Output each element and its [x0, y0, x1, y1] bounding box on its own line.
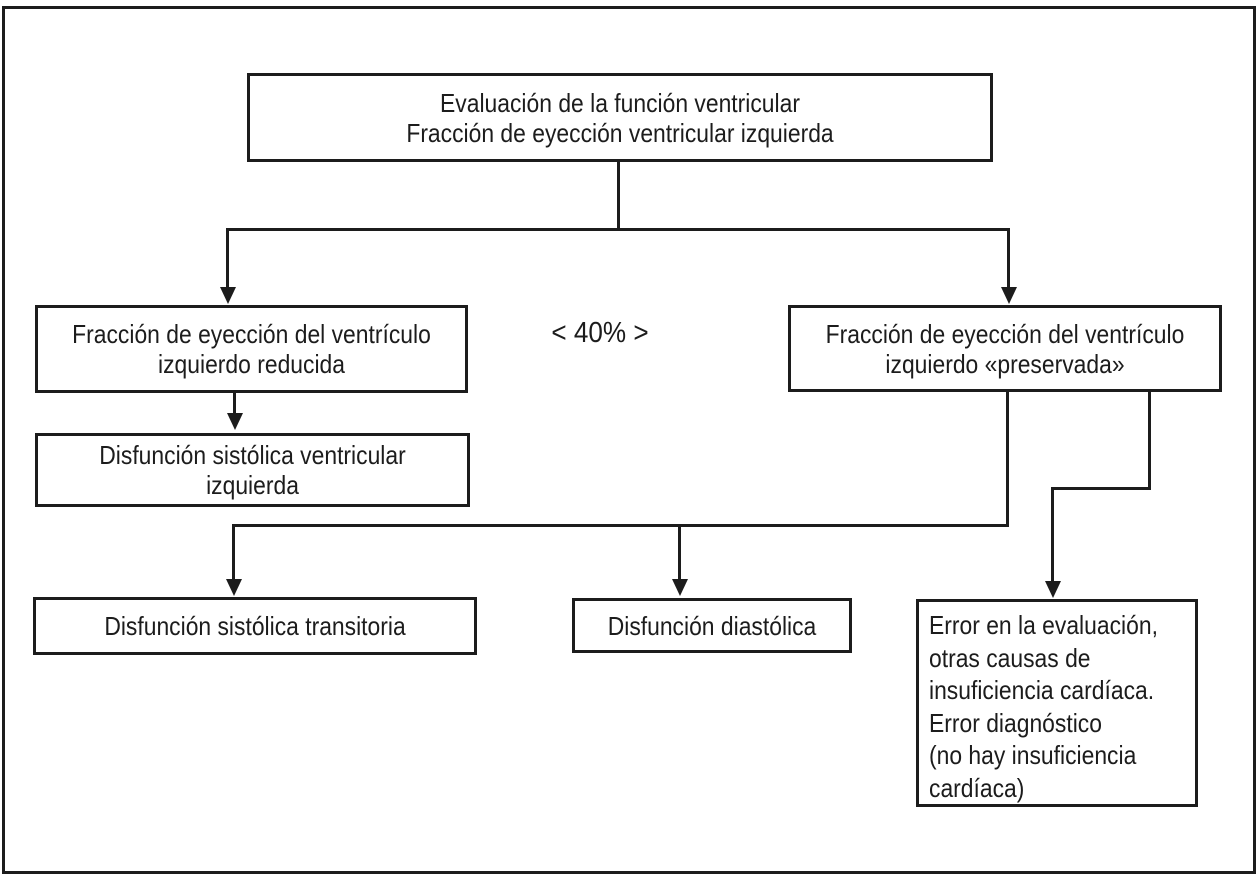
arrowhead-to-transitoria-icon: [226, 579, 242, 596]
arrowhead-to-sistolica-icon: [227, 413, 243, 430]
node-fevi-preservada: Fracción de eyección del ventrículo izqu…: [788, 305, 1222, 392]
node-evaluacion-funcion-ventricular-label: Evaluación de la función ventricular Fra…: [406, 87, 834, 148]
edge-error-step-horizontal: [1051, 487, 1151, 490]
edge-preservada-stem: [1006, 392, 1009, 527]
arrowhead-to-diastolica-icon: [672, 579, 688, 596]
edge-to-diastolica: [678, 524, 681, 580]
node-error-evaluacion-label: Error en la evaluación, otras causas de …: [929, 610, 1158, 803]
edge-reducida-to-sistolica: [233, 393, 236, 414]
node-disfuncion-diastolica-label: Disfunción diastólica: [607, 610, 817, 641]
node-fevi-reducida: Fracción de eyección del ventrículo izqu…: [35, 305, 468, 393]
node-fevi-preservada-label: Fracción de eyección del ventrículo izqu…: [825, 318, 1185, 379]
arrowhead-to-error-icon: [1045, 581, 1061, 598]
arrowhead-to-reducida-icon: [220, 287, 236, 304]
edge-root-split-horizontal: [226, 228, 1010, 231]
edge-preservada-right-stem: [1148, 392, 1151, 490]
node-fevi-reducida-label: Fracción de eyección del ventrículo izqu…: [72, 319, 431, 379]
edge-root-stem: [617, 162, 620, 228]
outer-border: [2, 6, 1256, 874]
arrowhead-to-preservada-icon: [1001, 287, 1017, 304]
label-umbral-40: < 40% >: [551, 317, 649, 349]
node-error-evaluacion: Error en la evaluación, otras causas de …: [916, 599, 1198, 807]
node-evaluacion-funcion-ventricular: Evaluación de la función ventricular Fra…: [247, 73, 993, 162]
edge-to-reducida: [226, 228, 229, 288]
node-disfuncion-sistolica-vi-label: Disfunción sistólica ventricular izquier…: [99, 440, 406, 500]
edge-preservada-split-horizontal: [232, 524, 1009, 527]
edge-to-preservada: [1007, 228, 1010, 288]
node-disfuncion-diastolica: Disfunción diastólica: [572, 598, 852, 653]
node-disfuncion-sistolica-vi: Disfunción sistólica ventricular izquier…: [35, 433, 470, 507]
edge-to-error: [1051, 487, 1054, 582]
node-disfuncion-sistolica-transitoria: Disfunción sistólica transitoria: [33, 597, 477, 655]
node-disfuncion-sistolica-transitoria-label: Disfunción sistólica transitoria: [104, 611, 406, 641]
edge-to-transitoria: [232, 524, 235, 580]
